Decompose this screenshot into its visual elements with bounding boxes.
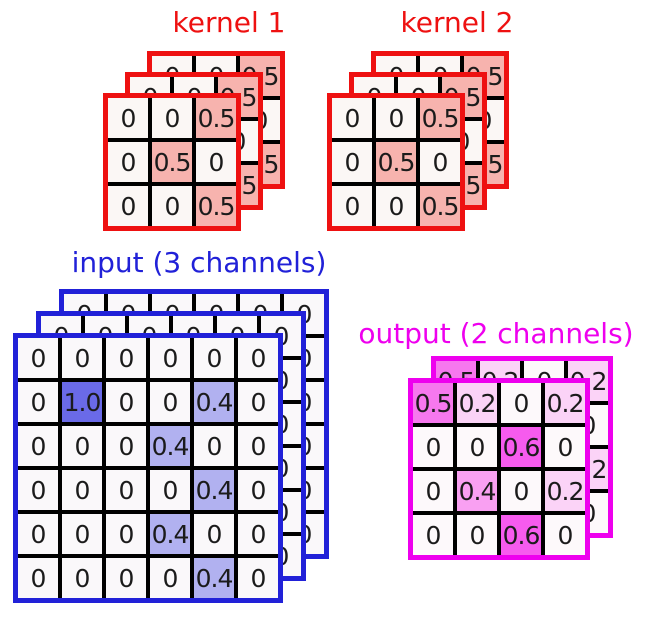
matrix-cell: 0.5 [420, 98, 460, 138]
matrix-cell: 0.5 [376, 142, 416, 182]
matrix-cell: 0 [238, 426, 278, 466]
matrix-cell: 0.4 [150, 514, 190, 554]
matrix-cell: 0 [18, 514, 58, 554]
matrix-cell: 0 [108, 98, 148, 138]
matrix-cell: 0 [108, 186, 148, 226]
matrix-cell: 0 [62, 426, 102, 466]
matrix-cell: 0 [194, 426, 234, 466]
matrix-cell: 0.4 [194, 470, 234, 510]
matrix-cell: 0 [106, 338, 146, 378]
matrix-cell: 1.0 [62, 382, 102, 422]
matrix-cell: 0 [62, 338, 102, 378]
matrix-cell: 0 [238, 338, 278, 378]
matrix-cell: 0 [376, 98, 416, 138]
matrix-cell: 0 [457, 427, 497, 467]
matrix-cell: 0 [376, 186, 416, 226]
kernel2-stack: 000.500.50000.5000.500.50000.5000.500.50… [327, 51, 509, 233]
matrix-cell: 0 [106, 558, 146, 598]
kernel1-title: kernel 1 [172, 6, 286, 39]
matrix-cell: 0 [413, 471, 453, 511]
matrix-cell: 0 [238, 558, 278, 598]
matrix-cell: 0.5 [196, 186, 236, 226]
matrix-cell: 0 [62, 514, 102, 554]
matrix-cell: 0 [108, 142, 148, 182]
matrix-cell: 0 [150, 338, 190, 378]
matrix-cell: 0.6 [501, 515, 541, 555]
matrix-cell: 0 [413, 515, 453, 555]
matrix-cell: 0 [18, 426, 58, 466]
matrix-cell: 0 [332, 142, 372, 182]
matrix-cell: 0 [106, 470, 146, 510]
matrix-cell: 0 [106, 426, 146, 466]
matrix-cell: 0 [18, 558, 58, 598]
matrix-cell: 0.5 [152, 142, 192, 182]
matrix-cell: 0 [545, 427, 585, 467]
matrix-cell: 0.5 [420, 186, 460, 226]
matrix-cell: 0 [152, 186, 192, 226]
matrix-cell: 0 [18, 382, 58, 422]
matrix-cell: 0.4 [150, 426, 190, 466]
kernel1-stack: 000.500.50000.5000.500.50000.5000.500.50… [103, 51, 285, 233]
matrix-cell: 0 [501, 383, 541, 423]
matrix-cell: 0.2 [457, 383, 497, 423]
matrix-cell: 0 [545, 515, 585, 555]
matrix-cell: 0 [332, 186, 372, 226]
matrix-cell: 0 [457, 515, 497, 555]
matrix-cell: 0 [501, 471, 541, 511]
matrix-cell: 0 [332, 98, 372, 138]
matrix-cell: 0 [18, 338, 58, 378]
matrix-cell: 0 [152, 98, 192, 138]
matrix-cell: 0 [150, 470, 190, 510]
matrix-cell: 0 [194, 338, 234, 378]
matrix-cell: 0 [150, 382, 190, 422]
matrix-cell: 0.5 [196, 98, 236, 138]
matrix-cell: 0 [62, 470, 102, 510]
matrix-cell: 0 [106, 382, 146, 422]
matrix-cell: 0 [413, 427, 453, 467]
matrix-cell: 0 [18, 470, 58, 510]
output-title: output (2 channels) [358, 317, 634, 350]
input-title: input (3 channels) [71, 246, 327, 279]
matrix-cell: 0.2 [545, 383, 585, 423]
matrix-cell: 0.6 [501, 427, 541, 467]
kernel2-title: kernel 2 [400, 6, 514, 39]
matrix-cell: 0 [238, 514, 278, 554]
matrix-cell: 0 [196, 142, 236, 182]
output-channels-stack: 0.50.200.2000.6000.400.2000.600.50.200.2… [408, 356, 613, 560]
matrix-cell: 0.5 [413, 383, 453, 423]
matrix-cell: 0.4 [194, 558, 234, 598]
matrix-cell: 0.2 [545, 471, 585, 511]
matrix-cell: 0 [238, 382, 278, 422]
matrix-cell: 0 [420, 142, 460, 182]
matrix-cell: 0 [150, 558, 190, 598]
matrix-cell: 0.4 [194, 382, 234, 422]
matrix-cell: 0 [106, 514, 146, 554]
matrix-cell: 0 [62, 558, 102, 598]
matrix-cell: 0 [194, 514, 234, 554]
matrix-cell: 0.4 [457, 471, 497, 511]
matrix-cell: 0 [238, 470, 278, 510]
